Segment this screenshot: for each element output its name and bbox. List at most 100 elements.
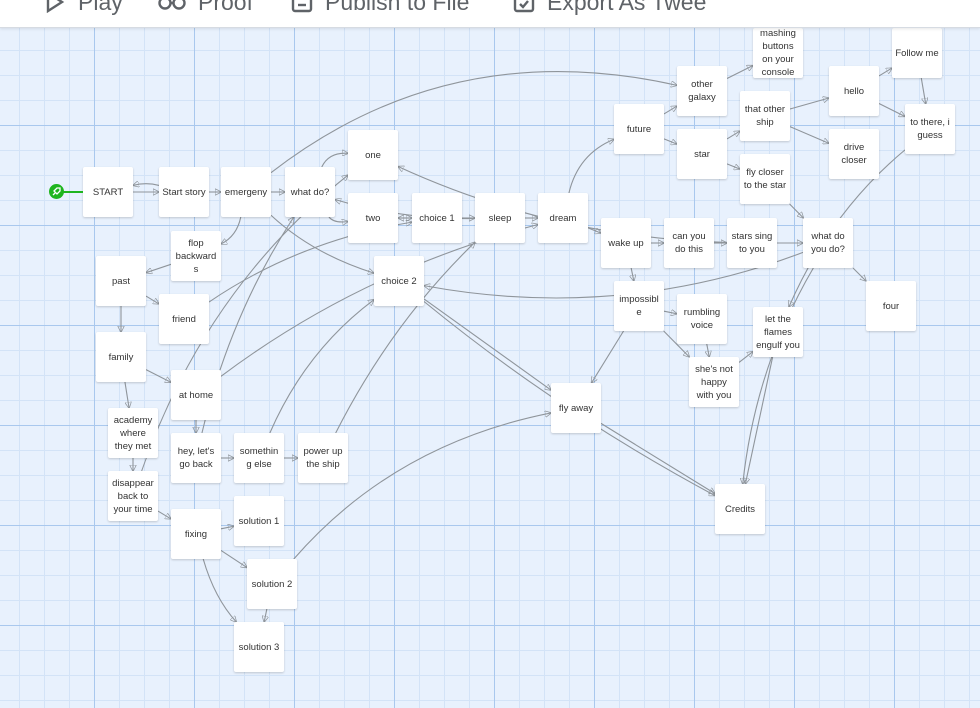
link-arrow (270, 214, 374, 273)
passage-card[interactable]: what do you do? (803, 218, 853, 268)
publish-to-file-button[interactable]: Publish to File (291, 0, 469, 17)
glasses-icon (158, 0, 186, 10)
passage-card[interactable]: fly away (551, 383, 601, 433)
link-arrow (328, 216, 348, 222)
link-arrow (745, 356, 774, 484)
link-arrow (145, 295, 159, 304)
link-arrow (707, 343, 709, 357)
link-arrow (423, 298, 551, 390)
passage-card[interactable]: mashing buttons on your console (753, 28, 803, 78)
link-arrow (743, 267, 814, 484)
start-connector (62, 191, 83, 193)
link-arrow (789, 203, 804, 218)
story-toolbar: Play Proof Publish to File Export As Twe… (0, 0, 980, 28)
link-arrow (157, 510, 171, 519)
passage-card[interactable]: drive closer (829, 129, 879, 179)
link-arrow (220, 549, 247, 567)
passage-card[interactable]: rumbling voice (677, 294, 727, 344)
link-arrow (663, 106, 677, 115)
passage-card[interactable]: other galaxy (677, 66, 727, 116)
play-icon (46, 0, 65, 13)
passage-card[interactable]: choice 2 (374, 256, 424, 306)
link-arrow (124, 381, 129, 408)
passage-card[interactable]: wake up (601, 218, 651, 268)
link-arrow (202, 558, 236, 622)
passage-card[interactable]: family (96, 332, 146, 382)
passage-card[interactable]: that other ship (740, 91, 790, 141)
passage-card[interactable]: somethin g else (234, 433, 284, 483)
passage-card[interactable]: friend (159, 294, 209, 344)
publish-label: Publish to File (325, 0, 470, 15)
link-arrow (726, 131, 740, 140)
passage-card[interactable]: disappear back to your time (108, 471, 158, 521)
link-arrow (738, 352, 753, 363)
link-arrow (269, 300, 374, 434)
link-arrow (145, 369, 171, 383)
story-map-canvas[interactable] (0, 28, 980, 708)
passage-card[interactable]: past (96, 256, 146, 306)
passage-card[interactable]: hey, let's go back (171, 433, 221, 483)
passage-card[interactable]: what do? (285, 167, 335, 217)
link-arrow (568, 139, 614, 194)
link-arrow (220, 526, 234, 529)
file-export-icon (291, 0, 313, 13)
passage-card[interactable]: academy where they met (108, 408, 158, 458)
passage-card[interactable]: solution 1 (234, 496, 284, 546)
passage-card[interactable]: hello (829, 66, 879, 116)
passage-card[interactable]: at home (171, 370, 221, 420)
passage-card[interactable]: Start story (159, 167, 209, 217)
play-label: Play (78, 0, 123, 15)
link-arrow (878, 68, 892, 77)
passage-card[interactable]: two (348, 193, 398, 243)
link-arrow (663, 311, 677, 314)
link-arrow (920, 77, 925, 104)
passage-card[interactable]: one (348, 130, 398, 180)
link-arrow (221, 216, 242, 244)
export-twee-icon (513, 0, 535, 13)
play-button[interactable]: Play (44, 0, 123, 17)
passage-card[interactable]: choice 1 (412, 193, 462, 243)
passage-card[interactable]: START (83, 167, 133, 217)
passage-card[interactable]: can you do this (664, 218, 714, 268)
link-arrow (591, 330, 625, 383)
passage-card[interactable]: let the flames engulf you (753, 307, 803, 357)
passage-card[interactable]: sleep (475, 193, 525, 243)
passage-card[interactable]: impossibl e (614, 281, 664, 331)
link-arrow (878, 103, 905, 117)
link-arrow (663, 138, 677, 144)
passage-card[interactable]: to there, i guess (905, 104, 955, 154)
link-arrow (852, 267, 866, 281)
link-arrow (321, 153, 348, 168)
link-arrow (270, 70, 677, 174)
passage-card[interactable]: flop backwards (171, 231, 221, 281)
link-arrow (631, 267, 634, 281)
export-label: Export As Twee (547, 0, 707, 15)
passage-card[interactable]: solution 3 (234, 622, 284, 672)
passage-card[interactable]: fly closer to the star (740, 154, 790, 204)
export-as-twee-button[interactable]: Export As Twee (513, 0, 706, 17)
link-arrow (293, 413, 551, 560)
passage-card[interactable]: four (866, 281, 916, 331)
proof-button[interactable]: Proof (158, 0, 253, 17)
passage-card[interactable]: fixing (171, 509, 221, 559)
passage-card[interactable]: Follow me (892, 28, 942, 78)
link-arrow (663, 330, 690, 357)
link-arrow (789, 98, 829, 110)
passage-card[interactable]: dream (538, 193, 588, 243)
proof-label: Proof (198, 0, 253, 15)
passage-card[interactable]: power up the ship (298, 433, 348, 483)
link-arrow (789, 126, 829, 144)
passage-card[interactable]: future (614, 104, 664, 154)
passage-card[interactable]: star (677, 129, 727, 179)
link-arrow (133, 184, 160, 186)
passage-card[interactable]: Credits (715, 484, 765, 534)
passage-card[interactable]: she's not happy with you (689, 357, 739, 407)
passage-card[interactable]: emergen­y (221, 167, 271, 217)
link-arrow (600, 422, 715, 493)
start-rocket-icon[interactable] (49, 184, 64, 199)
link-arrow (587, 227, 601, 233)
passage-card[interactable]: solution 2 (247, 559, 297, 609)
passage-card[interactable]: stars sing to you (727, 218, 777, 268)
link-arrow (726, 66, 753, 79)
